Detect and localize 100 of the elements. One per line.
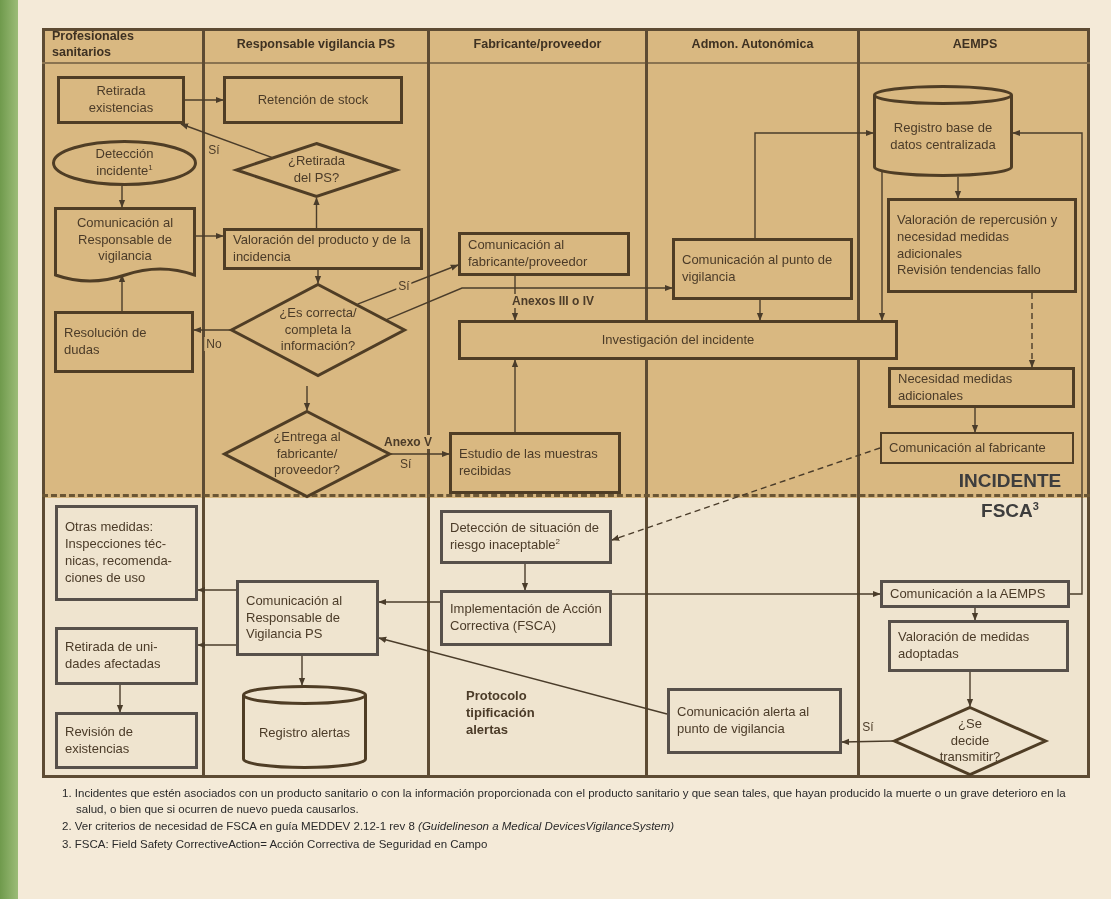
footnote: 3. FSCA: Field Safety CorrectiveAction= Acción Correctiva de Seguridad en Campo: [62, 836, 489, 852]
lane-header: AEMPS: [860, 28, 1090, 64]
node-text: Estudio de las muestras recibidas: [459, 446, 599, 480]
process-box: [440, 510, 612, 564]
arrow: [754, 129, 874, 239]
decision-diamond: [235, 142, 398, 198]
node-text: Registro alertas: [258, 724, 350, 742]
node-text: Valoración del producto y de la incidencia: [233, 232, 412, 266]
arrow: [180, 123, 273, 159]
node-text: Retirada de uni- dades afectadas: [65, 639, 162, 673]
arrow: [611, 590, 881, 598]
process-box: [440, 590, 612, 646]
node-text: Otras medidas: Inspecciones téc- nicas, recomenda- ciones de uso: [65, 519, 173, 587]
arrow: [1028, 292, 1036, 368]
node-text: Comunicación al fabricante: [889, 439, 1046, 457]
database-cylinder: [242, 685, 367, 769]
branch-label: Sí: [400, 457, 412, 471]
database-cylinder: [873, 85, 1013, 177]
arrow: [390, 450, 450, 458]
node-text: ¿Entrega al fabricante/ proveedor?: [272, 428, 342, 480]
process-box: [55, 712, 198, 769]
swimlane: [42, 28, 205, 778]
process-box: [667, 688, 842, 754]
arrow: [356, 264, 459, 305]
node-text: Registro base de datos centralizada: [889, 120, 997, 154]
process-box: [55, 505, 198, 601]
process-box: [458, 232, 630, 276]
arrow: [118, 185, 126, 208]
arrow: [521, 563, 529, 591]
zone-label: FSCA$^{3}$: [980, 500, 1040, 523]
document-shape: [54, 207, 196, 283]
node-text: Valoración de medidas adoptadas: [898, 629, 1031, 663]
decision-diamond: [893, 706, 1047, 776]
node-text: Comunicación al fabricante/proveedor: [468, 237, 589, 271]
arrow: [385, 284, 673, 321]
node-text: Implementación de Acción Correctiva (FSCA): [450, 601, 602, 635]
process-box: [449, 432, 621, 494]
node-text: Comunicación al Responsable de vigilancia: [75, 214, 175, 266]
process-box: [888, 620, 1069, 672]
lane-header: Admon. Autonómica: [648, 28, 857, 64]
zone-label: INCIDENTE: [957, 470, 1063, 492]
arrow: [971, 407, 979, 433]
node-text: Investigación del incidente: [601, 331, 755, 349]
node-text: Comunicación a la AEMPS: [890, 585, 1046, 603]
arrow: [511, 359, 519, 433]
arrow: [378, 598, 441, 606]
edge-label: No: [204, 337, 224, 351]
node-text: Comunicación al Responsable de Vigilancia PS: [246, 592, 344, 644]
edge-label: Sí: [206, 143, 222, 157]
process-box: [236, 580, 379, 656]
node-text: ¿Se decide transmitir?: [939, 715, 1001, 767]
process-box: [57, 76, 185, 124]
process-box: [223, 76, 403, 124]
arrow: [378, 636, 668, 715]
process-box: [672, 238, 853, 300]
lane-header: Profesionales sanitarios: [42, 28, 202, 64]
process-box: [880, 580, 1070, 608]
node-text: Revisión tendencias fallo: [897, 262, 1041, 280]
arrow: [197, 586, 237, 594]
arrow: [298, 655, 306, 686]
footnote: 1. Incidentes que estén asociados con un producto sanitario o con la información proporcionada con el producto sanitario y que sean tales, que hayan producido la muerte o un grave deterioro en la salud, o bien que si ocurren de nuevo pueda causarlos.: [62, 786, 1067, 817]
arrow: [197, 641, 237, 649]
arrow: [118, 274, 126, 312]
arrow: [314, 269, 322, 284]
edge-label: Anexo V: [382, 435, 434, 449]
arrow: [193, 326, 231, 334]
arrow: [313, 197, 320, 229]
arrow: [878, 171, 886, 321]
node-text: Resolución de dudas: [64, 325, 148, 359]
node-text: ¿Retirada del PS?: [286, 153, 347, 187]
node-text: Retención de stock: [257, 91, 369, 109]
arrow: [611, 447, 881, 541]
process-box: [888, 367, 1075, 408]
arrow: [756, 299, 764, 321]
footnote: 2. Ver criterios de necesidad de FSCA en guía MEDDEV 2.12-1 rev 8 (Guidelineson a Medical DevicesVigilanceSystem): [62, 819, 676, 835]
edge-label: Sí: [860, 720, 876, 734]
process-box: [55, 627, 198, 685]
node-text: Comunicación al punto de vigilancia: [682, 252, 834, 286]
node-text: Retirada existencias: [87, 83, 155, 117]
arrow: [116, 684, 124, 713]
node-text: ¿Es correcta/ completa la información?: [278, 304, 358, 356]
node-text: Detección de situación de riesgo inaceptable$^{2}$: [450, 519, 600, 555]
arrow: [184, 96, 224, 104]
process-box: [458, 320, 898, 360]
terminator-ellipse: [52, 140, 197, 186]
edge-label: Sí: [396, 279, 412, 293]
process-box: [887, 198, 1077, 293]
arrow: [841, 738, 894, 746]
process-box: [54, 311, 194, 373]
edge-label: Anexos III o IV: [510, 294, 596, 308]
node-text: Revisión de existencias: [65, 723, 134, 758]
node-text: Necesidad medidas adicionales: [898, 370, 1014, 405]
swimlane: [205, 28, 430, 778]
arrow: [971, 607, 979, 621]
arrow: [303, 385, 311, 411]
node-text: Detección incidente$^{1}$: [94, 145, 155, 181]
arrow: [954, 176, 962, 199]
lane-header: Fabricante/proveedor: [430, 28, 645, 64]
node-text: Comunicación alerta al punto de vigilancia: [677, 704, 811, 738]
process-box: [880, 432, 1074, 464]
